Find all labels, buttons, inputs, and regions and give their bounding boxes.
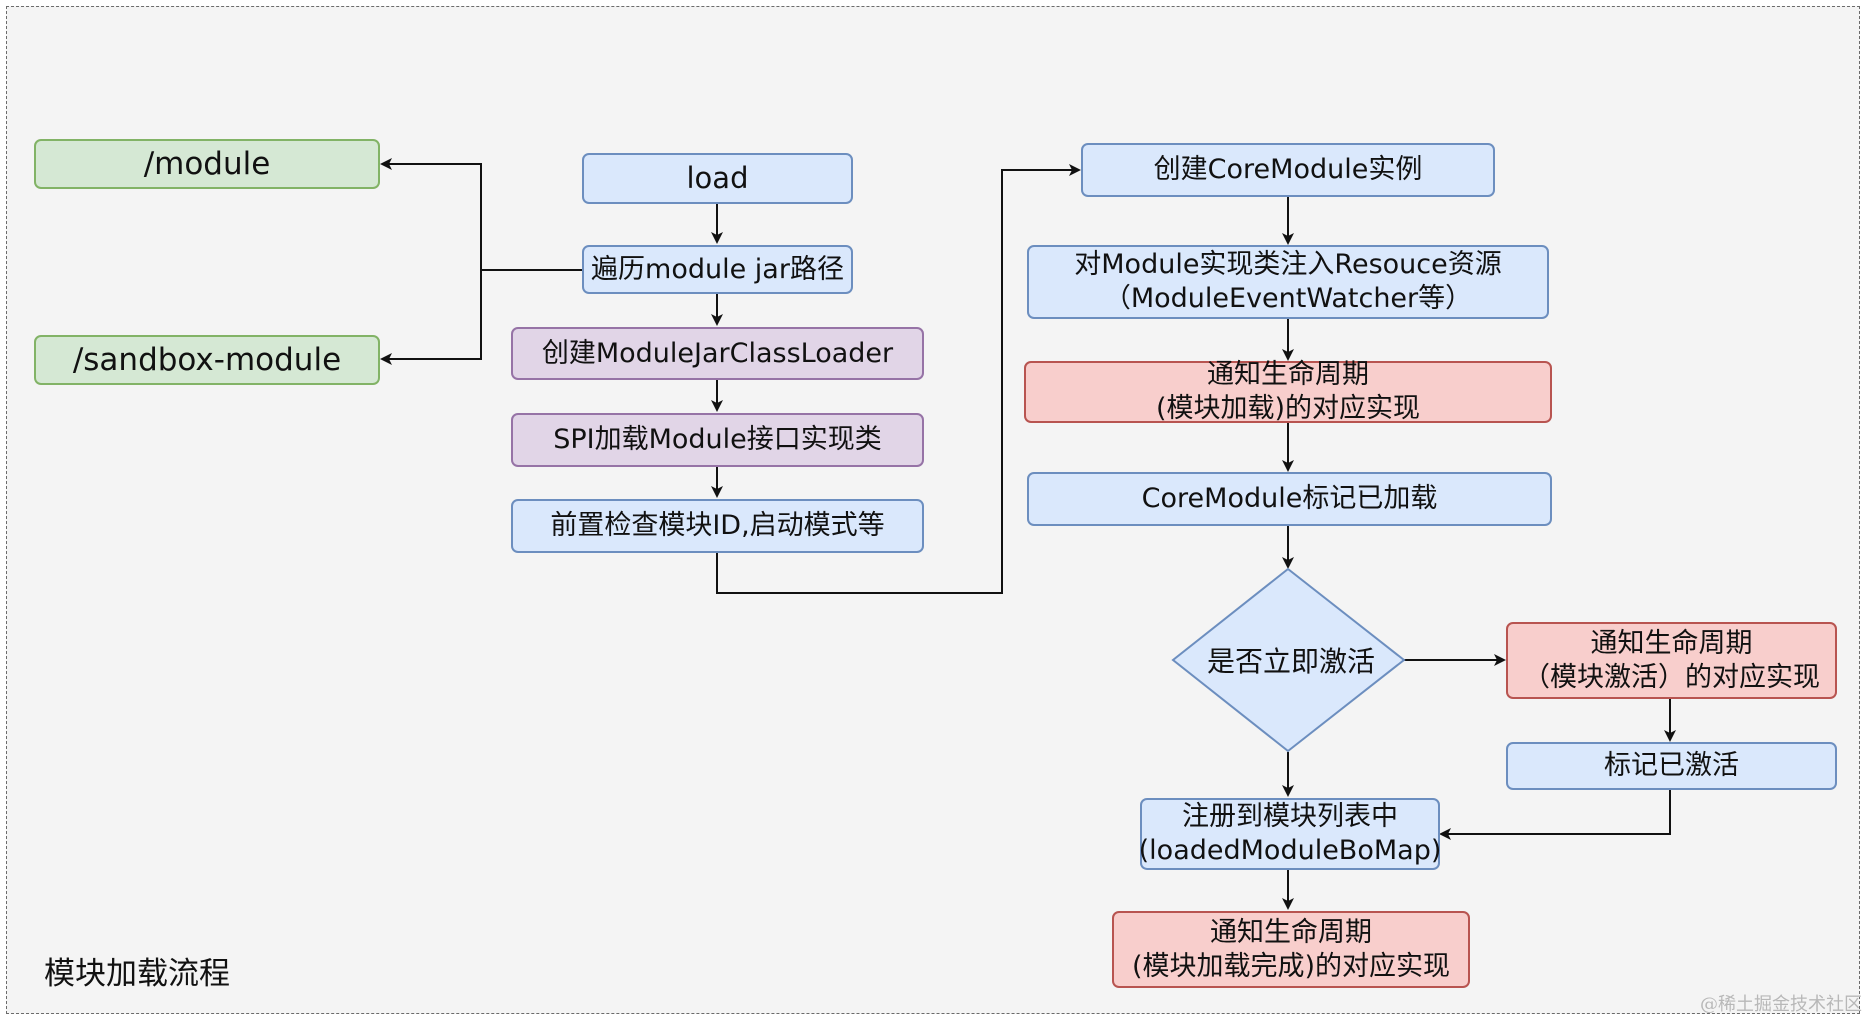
- mark-active-node: 标记已激活: [1506, 742, 1837, 790]
- activate-decision-label: 是否立即激活: [1206, 645, 1375, 678]
- notify-active-line1: 通知生命周期: [1590, 627, 1753, 659]
- sandbox-dir-label: /sandbox-module: [72, 341, 342, 378]
- notify-load-line2: (模块加载)的对应实现: [1155, 393, 1421, 424]
- decision-diamond: [1171, 567, 1406, 753]
- register-line2: (loadedModuleBoMap): [1138, 835, 1442, 866]
- sandbox-dir-node: /sandbox-module: [34, 335, 380, 385]
- notify-done-node: 通知生命周期 (模块加载完成)的对应实现: [1112, 911, 1470, 988]
- register-line1: 注册到模块列表中: [1182, 801, 1398, 833]
- precheck-label: 前置检查模块ID,启动模式等: [550, 510, 885, 542]
- notify-active-line2: （模块激活）的对应实现: [1523, 661, 1820, 693]
- create-core-node: 创建CoreModule实例: [1081, 143, 1495, 197]
- spi-load-label: SPI加载Module接口实现类: [553, 424, 882, 456]
- mark-active-label: 标记已激活: [1604, 750, 1739, 782]
- edge-precheck-core: [716, 164, 1081, 594]
- inject-label-line1: 对Module实现类注入Resouce资源: [1074, 249, 1502, 281]
- mark-loaded-label: CoreModule标记已加载: [1141, 483, 1438, 515]
- notify-load-node: 通知生命周期 (模块加载)的对应实现: [1024, 359, 1552, 424]
- notify-done-line1: 通知生命周期: [1210, 916, 1372, 948]
- precheck-node: 前置检查模块ID,启动模式等: [511, 499, 924, 553]
- inject-node: 对Module实现类注入Resouce资源 （ModuleEventWatche…: [1027, 245, 1549, 319]
- spi-load-node: SPI加载Module接口实现类: [511, 413, 924, 467]
- load-label: load: [686, 161, 749, 196]
- notify-done-line2: (模块加载完成)的对应实现: [1131, 950, 1451, 982]
- module-dir-label: /module: [143, 145, 271, 182]
- traverse-node: 遍历module jar路径: [582, 245, 853, 294]
- notify-load-line1: 通知生命周期: [1207, 359, 1369, 391]
- notify-active-node: 通知生命周期 （模块激活）的对应实现: [1506, 622, 1837, 699]
- create-core-label: 创建CoreModule实例: [1153, 154, 1423, 186]
- watermark: @稀土掘金技术社区: [1700, 994, 1862, 1015]
- register-node: 注册到模块列表中 (loadedModuleBoMap): [1138, 798, 1442, 870]
- edge-traverse-module: [380, 158, 582, 271]
- edge-traverse-sandbox: [380, 270, 482, 365]
- inject-label-line2: （ModuleEventWatcher等）: [1103, 283, 1473, 314]
- traverse-label: 遍历module jar路径: [591, 253, 844, 285]
- create-loader-node: 创建ModuleJarClassLoader: [511, 327, 924, 380]
- edge-markactive-register: [1439, 790, 1671, 840]
- diagram-caption: 模块加载流程: [44, 956, 230, 992]
- create-loader-label: 创建ModuleJarClassLoader: [541, 337, 894, 369]
- module-dir-node: /module: [34, 139, 380, 189]
- load-node: load: [582, 153, 853, 204]
- mark-loaded-node: CoreModule标记已加载: [1027, 472, 1552, 526]
